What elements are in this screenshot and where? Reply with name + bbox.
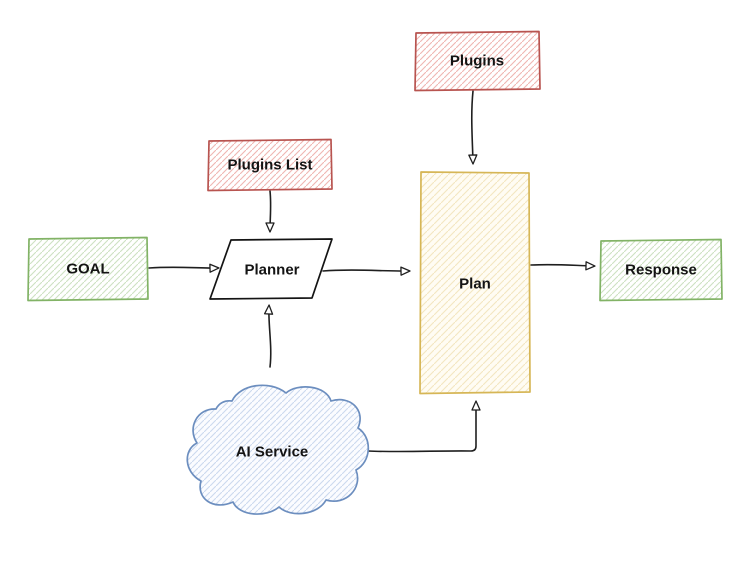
plugins-list-box — [207, 138, 333, 192]
edge-planner-to-plan — [322, 266, 411, 276]
node-planner: Planner — [209, 238, 333, 300]
ai-service-label: AI Service — [236, 444, 309, 461]
node-goal: GOAL — [27, 236, 149, 302]
ai-service-cloud — [186, 384, 370, 515]
edge-goal-to-planner — [148, 263, 220, 273]
plugins-label: Plugins — [450, 53, 504, 70]
edge-plan-to-response — [530, 261, 596, 271]
planner-parallelogram — [209, 238, 333, 300]
goal-label: GOAL — [66, 261, 109, 278]
node-ai-service: AI Service — [186, 384, 370, 515]
node-plugins: Plugins — [414, 30, 541, 92]
plan-box — [419, 171, 531, 395]
edge-pluginslist-to-planner — [265, 190, 275, 233]
plan-label: Plan — [459, 276, 491, 293]
edge-aiservice-to-planner — [263, 304, 274, 368]
edge-aiservice-to-plan — [367, 400, 481, 453]
planner-label: Planner — [244, 262, 299, 279]
node-plugins-list: Plugins List — [207, 138, 333, 192]
edge-plugins-to-plan — [468, 90, 478, 165]
response-label: Response — [625, 262, 697, 279]
node-plan: Plan — [419, 171, 531, 395]
response-box — [599, 238, 723, 302]
plugins-box — [414, 30, 541, 92]
goal-box — [27, 236, 149, 302]
node-response: Response — [599, 238, 723, 302]
plugins-list-label: Plugins List — [227, 157, 312, 174]
